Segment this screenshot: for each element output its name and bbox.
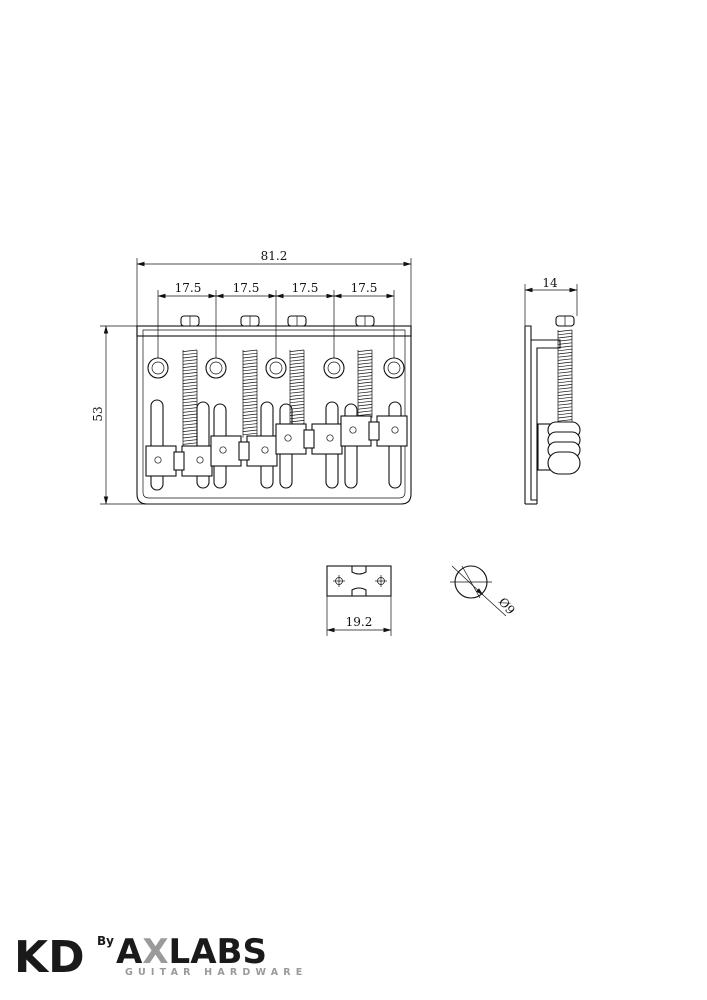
side-view: 14 [524, 276, 581, 505]
logo-by: By [97, 934, 114, 948]
intonation-screw-heads [180, 315, 375, 327]
logo-subtitle: GUITAR HARDWARE [125, 967, 307, 978]
dimension-label-53: 53 [91, 406, 105, 421]
base-plate [136, 325, 412, 505]
logo-axlabs: AXLABS [116, 932, 267, 972]
dimension-label-spacing-1: 17.5 [175, 281, 202, 295]
dimension-label-spacing-2: 17.5 [233, 281, 260, 295]
dimension-label-14: 14 [542, 276, 558, 290]
dimension-label-diameter: Ø9 [496, 595, 518, 617]
saddle-cross-section: Ø9 [450, 565, 518, 617]
dimension-label-19-2: 19.2 [346, 615, 373, 629]
side-plate [525, 325, 561, 501]
side-saddles [537, 421, 581, 475]
saddles [145, 415, 408, 477]
dimension-label-spacing-3: 17.5 [292, 281, 319, 295]
dimension-label-spacing-4: 17.5 [351, 281, 378, 295]
front-view: 81.2 17.5 17.5 17.5 17.5 53 [91, 249, 412, 505]
dimension-string-spacing: 17.5 17.5 17.5 17.5 [157, 281, 395, 358]
dimension-overall-width: 81.2 [136, 249, 412, 326]
dimension-label-81-2: 81.2 [261, 249, 288, 263]
dimension-side-depth: 14 [524, 276, 578, 326]
brand-logo: KD By AXLABS GUITAR HARDWARE [14, 932, 307, 983]
logo-kd: KD [14, 932, 85, 983]
saddle-detail: 19.2 [326, 565, 392, 636]
side-spring [557, 329, 573, 428]
dimension-height: 53 [91, 325, 147, 505]
